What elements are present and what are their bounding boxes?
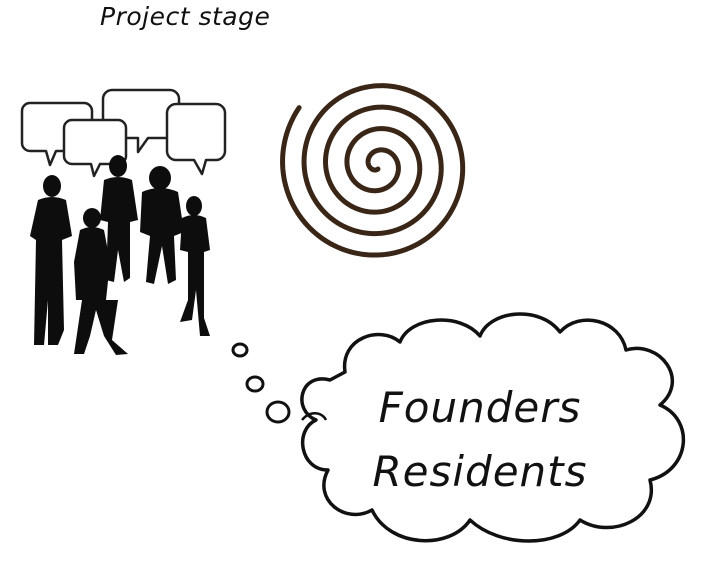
cloud-label-residents: Residents — [372, 447, 588, 496]
person-silhouette — [180, 196, 210, 336]
person-silhouette — [100, 155, 138, 282]
thought-trail — [231, 342, 291, 424]
cloud-label-founders: Founders — [378, 383, 582, 432]
person-silhouette — [140, 166, 184, 284]
cloud-curl-icon — [301, 412, 328, 421]
speech-bubbles — [20, 88, 227, 178]
thought-cloud-icon — [300, 312, 686, 543]
people-group-icon — [30, 155, 210, 355]
person-silhouette — [74, 208, 128, 355]
speech-bubble-icon — [165, 102, 227, 176]
page-title: Project stage — [100, 2, 271, 31]
person-silhouette — [30, 175, 72, 345]
spiral-icon — [280, 83, 466, 258]
